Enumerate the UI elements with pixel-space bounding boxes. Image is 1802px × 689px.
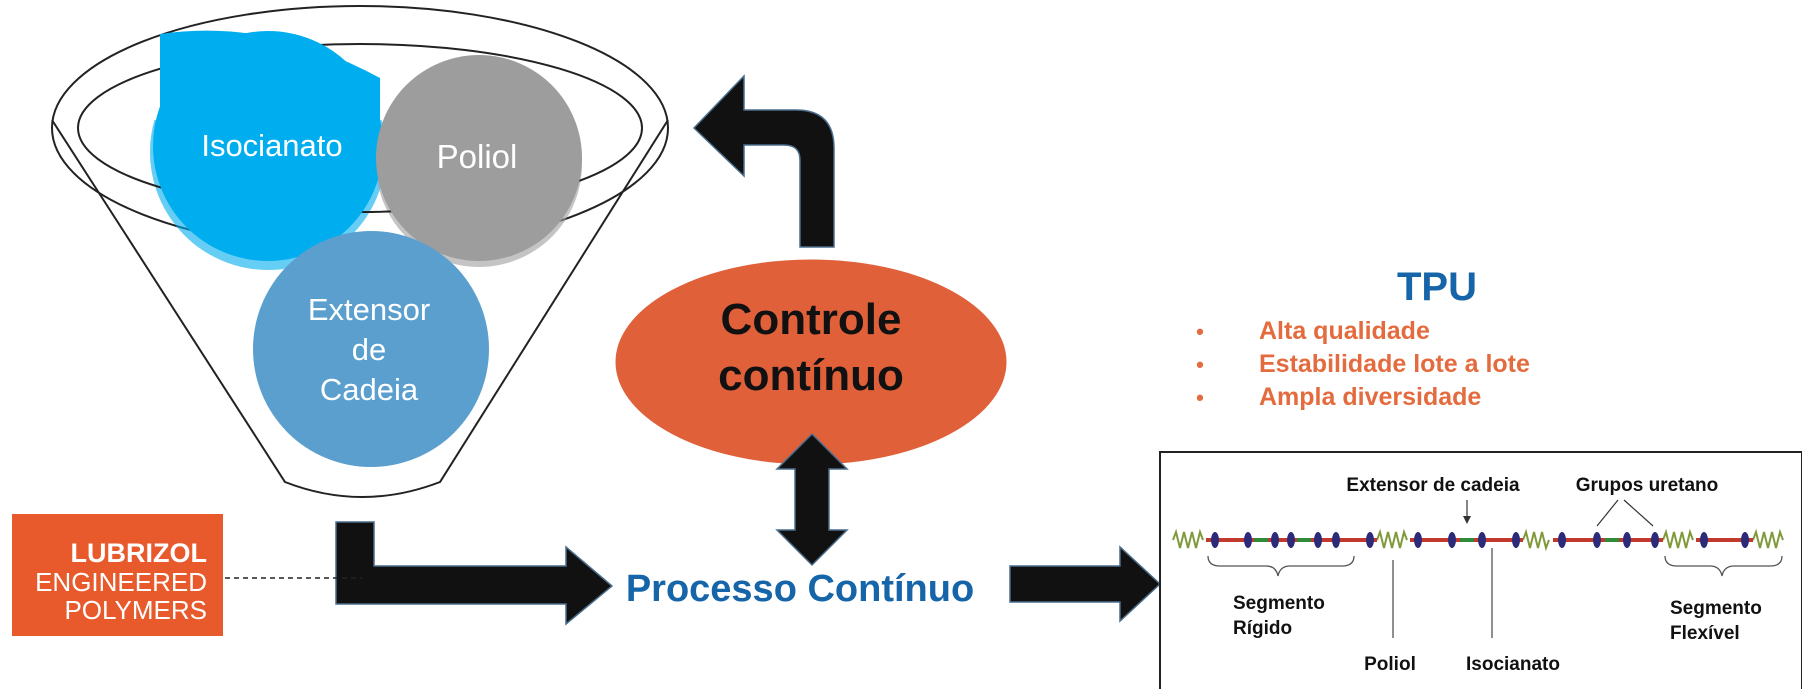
extensor-label-line1: Extensor — [308, 292, 430, 327]
tpu-bullet-2: Estabilidade lote a lote — [1259, 350, 1530, 378]
extensor-circle — [253, 231, 489, 467]
tpu-title: TPU — [1397, 265, 1477, 309]
label-grupos-uretano: Grupos uretano — [1576, 475, 1719, 496]
funnel-body — [51, 119, 669, 498]
polymer-chain — [1172, 528, 1784, 552]
funnel-outlet-arrow — [335, 521, 614, 626]
output-arrow — [1009, 545, 1162, 623]
isocianato-circle-main — [153, 31, 383, 261]
bidirectional-arrow — [775, 432, 849, 567]
tpu-bullet-dot-1: • — [1196, 319, 1204, 344]
control-label-line1: Controle — [721, 295, 902, 344]
label-extensor: Extensor de cadeia — [1346, 475, 1520, 496]
label-poliol: Poliol — [1364, 654, 1416, 675]
funnel — [51, 5, 669, 498]
tpu-bullet-dot-2: • — [1196, 352, 1204, 377]
molecule-diagram: Extensor de cadeia Grupos uretano — [1159, 451, 1802, 689]
logo-line3: POLYMERS — [64, 595, 207, 625]
logo-line2: ENGINEERED — [35, 567, 207, 597]
extensor-label-line3: Cadeia — [320, 372, 419, 407]
lubrizol-logo — [12, 514, 223, 636]
poliol-circle — [376, 55, 582, 261]
label-isocianato: Isocianato — [1466, 654, 1560, 675]
logo-line1: LUBRIZOL — [71, 538, 207, 568]
extensor-label-line2: de — [352, 332, 386, 367]
molecule-box — [1159, 451, 1802, 689]
label-seg-flexivel-1: Segmento — [1670, 598, 1762, 619]
label-seg-rigido-1: Segmento — [1233, 593, 1325, 614]
tpu-bullet-3: Ampla diversidade — [1259, 383, 1481, 411]
tpu-bullet-dot-3: • — [1196, 385, 1204, 410]
label-seg-flexivel-2: Flexível — [1670, 623, 1740, 644]
feedback-curved-arrow — [692, 74, 835, 248]
process-label: Processo Contínuo — [626, 568, 974, 610]
tpu-bullet-1: Alta qualidade — [1259, 317, 1430, 345]
isocianato-label: Isocianato — [201, 128, 342, 163]
label-seg-rigido-2: Rígido — [1233, 618, 1292, 639]
poliol-label: Poliol — [437, 138, 518, 175]
control-label-line2: contínuo — [718, 351, 904, 400]
